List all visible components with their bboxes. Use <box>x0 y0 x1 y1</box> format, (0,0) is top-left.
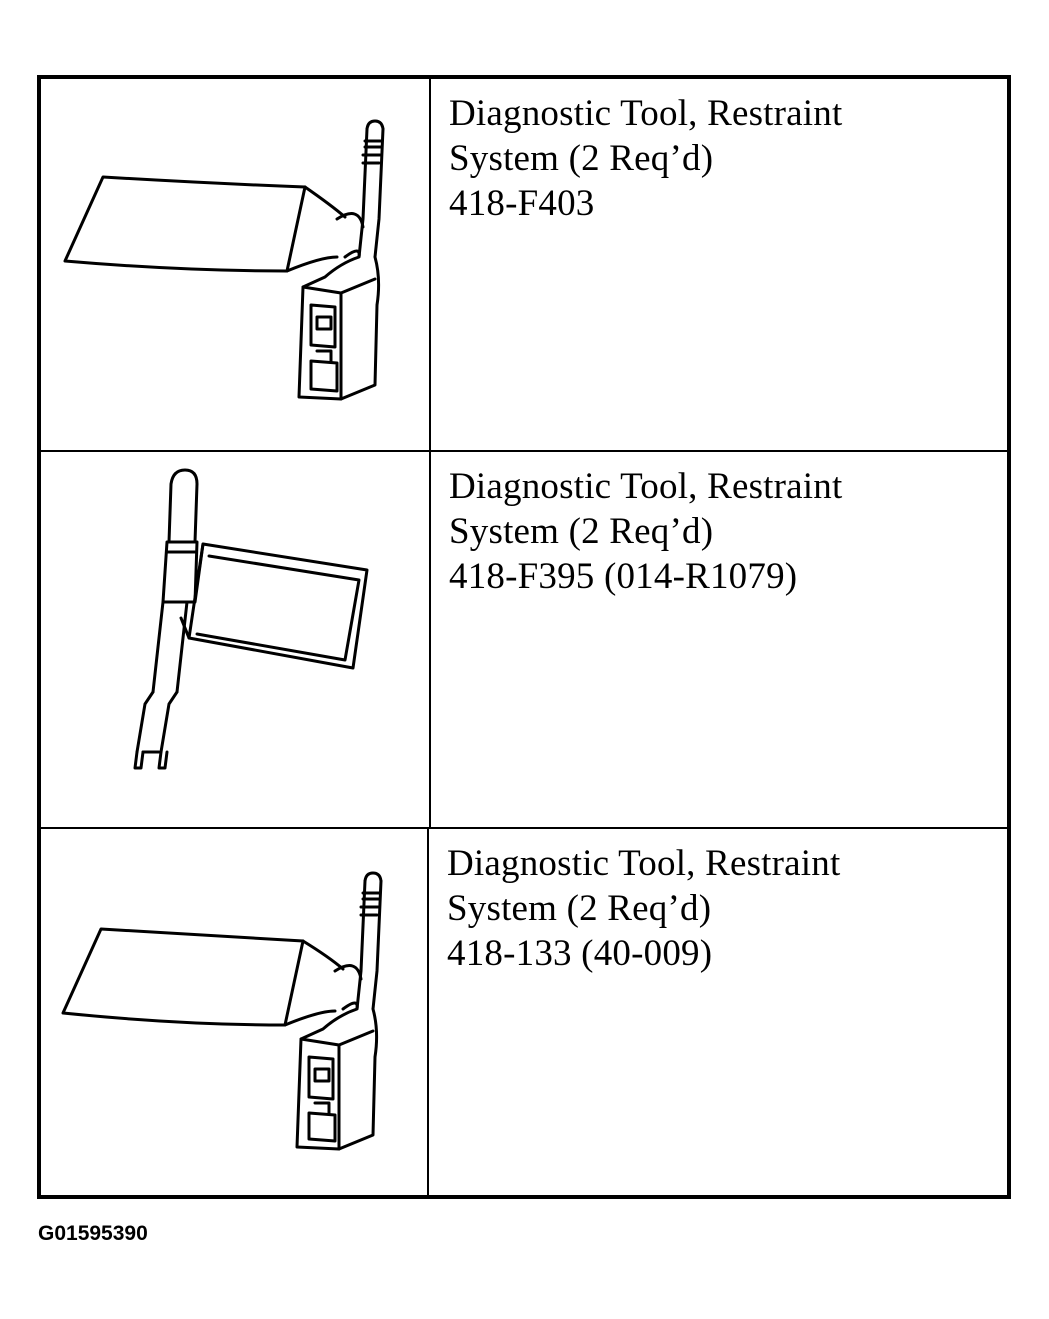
tool-name-line-2: System (2 Req’d) <box>447 888 712 929</box>
tool-name-line-2: System (2 Req’d) <box>449 138 714 179</box>
tool-part-number: 418-133 (40-009) <box>447 933 713 974</box>
tool-row-1: Diagnostic Tool, Restraint System (2 Req… <box>41 79 1007 450</box>
tool-row-3: Diagnostic Tool, Restraint System (2 Req… <box>41 829 1007 1195</box>
tool-part-number: 418-F395 (014-R1079) <box>449 556 798 597</box>
tool-name-line-1: Diagnostic Tool, Restraint <box>449 466 843 507</box>
row-divider <box>41 827 1007 829</box>
special-tools-table: Diagnostic Tool, Restraint System (2 Req… <box>37 75 1011 1199</box>
tool-name-line-1: Diagnostic Tool, Restraint <box>447 843 841 884</box>
connector-plug-with-flag-icon <box>41 829 429 1195</box>
figure-id: G01595390 <box>38 1222 148 1245</box>
tool-name-line-1: Diagnostic Tool, Restraint <box>449 93 843 134</box>
tool-description-2: Diagnostic Tool, Restraint System (2 Req… <box>449 464 989 599</box>
fork-terminal-probe-with-flag-icon <box>41 452 429 827</box>
tool-description-1: Diagnostic Tool, Restraint System (2 Req… <box>449 91 989 226</box>
tool-description-3: Diagnostic Tool, Restraint System (2 Req… <box>447 841 987 976</box>
column-divider <box>429 452 431 827</box>
column-divider <box>427 829 429 1195</box>
tool-name-line-2: System (2 Req’d) <box>449 511 714 552</box>
column-divider <box>429 79 431 450</box>
connector-plug-with-flag-icon <box>41 79 429 450</box>
tool-part-number: 418-F403 <box>449 183 595 224</box>
row-divider <box>41 450 1007 452</box>
tool-row-2: Diagnostic Tool, Restraint System (2 Req… <box>41 452 1007 827</box>
